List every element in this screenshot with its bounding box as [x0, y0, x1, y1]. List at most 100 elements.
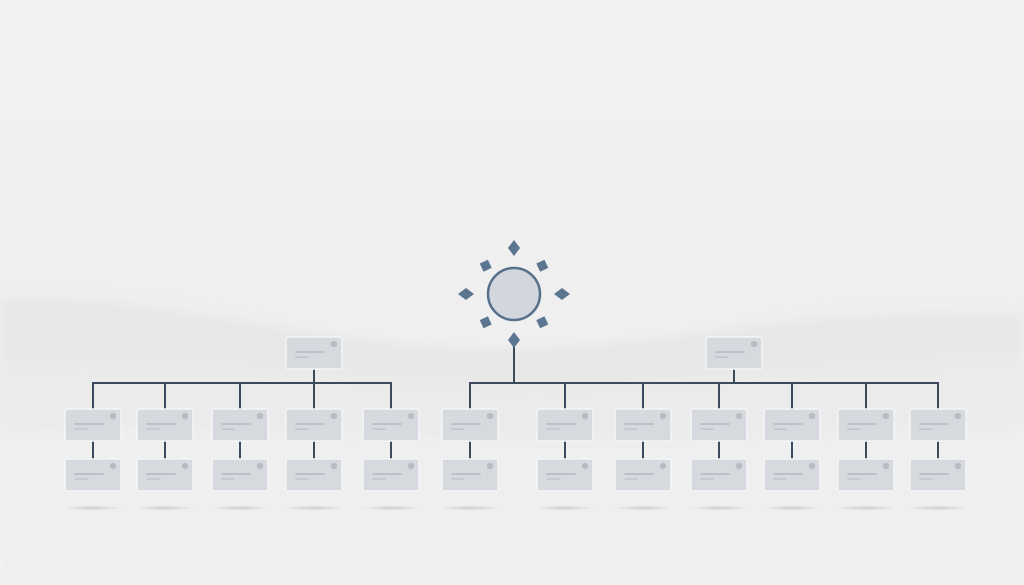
card-avatar-dot — [808, 412, 816, 420]
center-child-node — [441, 408, 499, 442]
card-body — [909, 458, 967, 492]
card-avatar-dot — [181, 412, 189, 420]
left-subchild-node — [285, 458, 343, 492]
card-avatar-dot — [581, 462, 589, 470]
left-child-node — [285, 408, 343, 442]
sun-ray-right — [554, 288, 570, 300]
left-subchild-node — [64, 458, 122, 492]
sun-ray-top-right — [536, 259, 549, 272]
right-child-node — [536, 408, 594, 442]
connector-lines — [92, 345, 939, 460]
card-avatar-dot — [256, 412, 264, 420]
card-body — [763, 408, 821, 442]
left-subchild-node — [211, 458, 269, 492]
right-child-node — [909, 408, 967, 442]
card-shadow — [689, 505, 749, 511]
sun-ray-bottom — [508, 332, 520, 348]
card-body — [211, 458, 269, 492]
card-body — [136, 458, 194, 492]
card-avatar-dot — [181, 462, 189, 470]
card-body — [136, 408, 194, 442]
card-body — [837, 458, 895, 492]
card-avatar-dot — [735, 412, 743, 420]
card-body — [909, 408, 967, 442]
card-avatar-dot — [330, 412, 338, 420]
card-shadow — [135, 505, 195, 511]
card-body — [690, 408, 748, 442]
card-body — [64, 458, 122, 492]
card-body — [690, 458, 748, 492]
card-avatar-dot — [330, 340, 338, 348]
card-shadow — [535, 505, 595, 511]
card-avatar-dot — [659, 412, 667, 420]
card-body — [362, 408, 420, 442]
org-chart-nodes — [64, 336, 967, 492]
sun-ray-top — [508, 240, 520, 256]
right-subchild-node — [763, 458, 821, 492]
card-avatar-dot — [954, 462, 962, 470]
center-subchild-node — [441, 458, 499, 492]
card-avatar-dot — [486, 462, 494, 470]
sun-ray-top-left — [479, 259, 492, 272]
card-shadow — [63, 505, 123, 511]
card-body — [285, 458, 343, 492]
left-subchild-node — [362, 458, 420, 492]
card-avatar-dot — [735, 462, 743, 470]
right-subchild-node — [837, 458, 895, 492]
right-subchild-node — [614, 458, 672, 492]
card-avatar-dot — [659, 462, 667, 470]
card-body — [536, 458, 594, 492]
right-child-node — [837, 408, 895, 442]
card-shadow — [284, 505, 344, 511]
card-shadow — [440, 505, 500, 511]
card-shadow — [908, 505, 968, 511]
right-child-node — [763, 408, 821, 442]
right-subchild-node — [909, 458, 967, 492]
sun-ray-bottom-left — [479, 316, 492, 329]
card-shadow — [613, 505, 673, 511]
card-avatar-dot — [750, 340, 758, 348]
sun-ray-left — [458, 288, 474, 300]
sun-ray-bottom-right — [536, 316, 549, 329]
card-avatar-dot — [954, 412, 962, 420]
card-body — [837, 408, 895, 442]
card-body — [64, 408, 122, 442]
card-body — [211, 408, 269, 442]
card-shadow — [361, 505, 421, 511]
right-child-node — [614, 408, 672, 442]
card-avatar-dot — [882, 462, 890, 470]
card-body — [285, 408, 343, 442]
card-body — [705, 336, 763, 370]
card-shadows — [63, 505, 968, 511]
card-avatar-dot — [808, 462, 816, 470]
card-avatar-dot — [407, 412, 415, 420]
card-avatar-dot — [109, 412, 117, 420]
card-body — [441, 408, 499, 442]
card-body — [536, 408, 594, 442]
card-shadow — [836, 505, 896, 511]
card-shadow — [762, 505, 822, 511]
card-body — [441, 458, 499, 492]
card-avatar-dot — [882, 412, 890, 420]
left-child-node — [211, 408, 269, 442]
card-avatar-dot — [486, 412, 494, 420]
card-avatar-dot — [256, 462, 264, 470]
card-body — [614, 408, 672, 442]
left-child-node — [362, 408, 420, 442]
card-avatar-dot — [407, 462, 415, 470]
right-subchild-node — [690, 458, 748, 492]
card-shadow — [210, 505, 270, 511]
left-child-node — [136, 408, 194, 442]
right-parent-node — [705, 336, 763, 370]
right-child-node — [690, 408, 748, 442]
card-body — [763, 458, 821, 492]
card-body — [285, 336, 343, 370]
card-avatar-dot — [109, 462, 117, 470]
card-body — [362, 458, 420, 492]
card-avatar-dot — [330, 462, 338, 470]
card-body — [614, 458, 672, 492]
left-parent-node — [285, 336, 343, 370]
sun-icon — [458, 240, 570, 348]
card-avatar-dot — [581, 412, 589, 420]
